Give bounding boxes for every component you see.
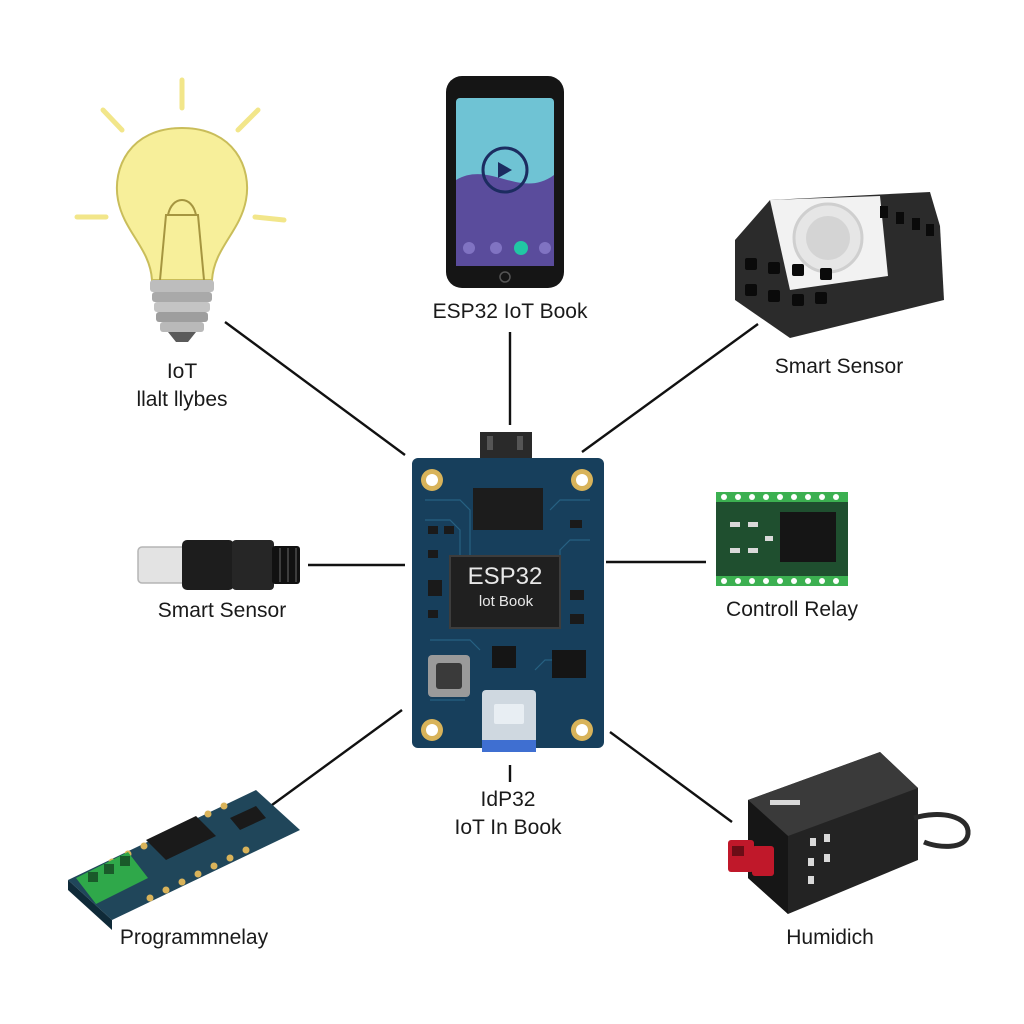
humidity-label: Humidich — [786, 926, 874, 949]
bulb-label-line2: llalt llybes — [136, 388, 228, 411]
programmer-board-icon — [68, 790, 300, 930]
connection-lines — [224, 321, 759, 823]
board-label-line1: IdP32 — [480, 788, 536, 811]
light-bulb-icon — [74, 77, 287, 342]
phone-label: ESP32 IoT Book — [432, 300, 588, 323]
left-sensor-label: Smart Sensor — [157, 599, 287, 622]
smartphone-icon — [446, 76, 564, 288]
line-to-humidity — [609, 731, 733, 823]
line-to-bulb — [224, 321, 406, 456]
board-label-line2: IoT In Book — [454, 816, 562, 839]
chip-subtitle: lot Book — [478, 593, 534, 610]
sensor-module-icon — [735, 192, 944, 338]
line-to-top-right-sensor — [581, 323, 759, 453]
cable-connector-icon — [137, 540, 300, 590]
programmer-label: Programmnelay — [119, 926, 269, 949]
bulb-label-line1: IoT — [166, 360, 198, 383]
chip-title: ESP32 — [467, 563, 543, 590]
relay-label: Controll Relay — [726, 598, 858, 621]
humidity-sensor-icon — [728, 752, 971, 914]
esp32-board-icon — [412, 432, 604, 752]
relay-module-icon — [716, 492, 848, 586]
line-to-programmer — [271, 709, 403, 806]
top-right-sensor-label: Smart Sensor — [774, 355, 904, 378]
